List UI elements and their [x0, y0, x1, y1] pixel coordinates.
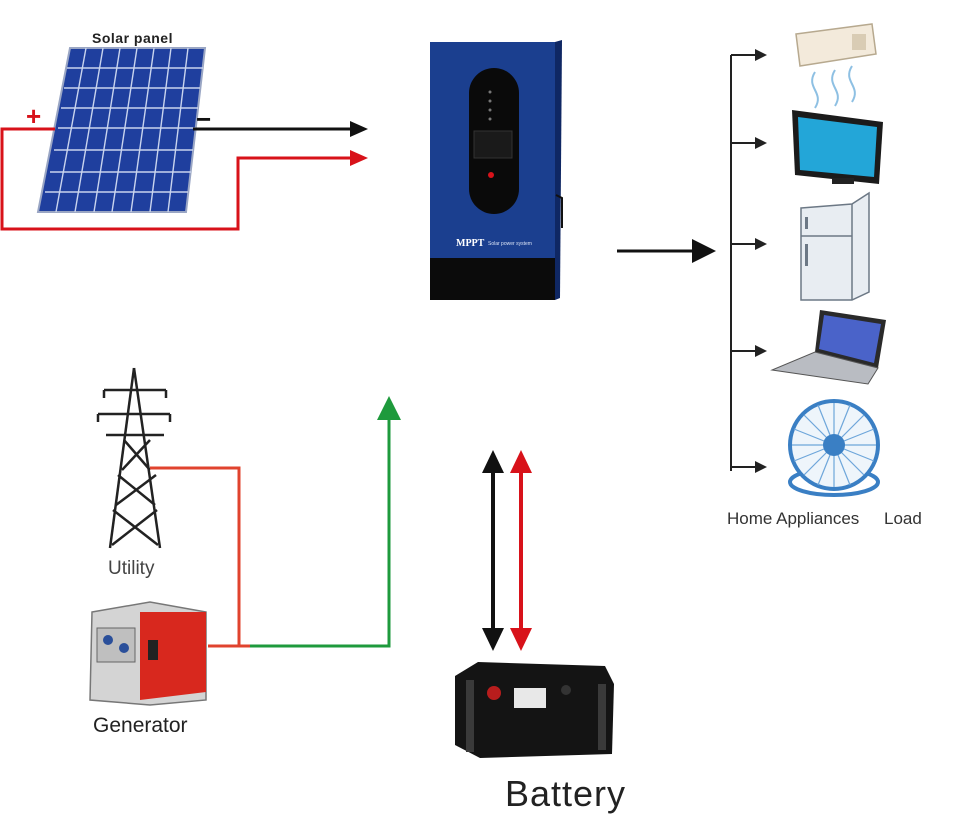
generator-icon: [89, 601, 207, 706]
air-conditioner-icon: [795, 23, 877, 109]
battery-charge-arrow-red: [510, 450, 532, 651]
battery-label: Battery: [505, 773, 627, 814]
ac-input-wire: [250, 396, 401, 648]
television-icon: [792, 110, 883, 184]
home-appliances-label: Home Appliances: [727, 509, 860, 528]
inverter-brand: MPPT: [456, 238, 485, 249]
solar-negative-wire: [193, 121, 368, 137]
inverter-subtitle: Solar power system: [488, 241, 532, 247]
solar-panel-icon: [36, 47, 207, 213]
refrigerator-icon: [800, 191, 870, 301]
load-distribution-bus: [730, 49, 767, 473]
load-label: Load: [884, 509, 922, 528]
generator-label: Generator: [93, 714, 188, 737]
battery-charge-arrow-black: [482, 450, 504, 651]
utility-wire: [150, 466, 250, 648]
inverter-icon: MPPT Solar power system: [430, 40, 563, 300]
negative-sign: −: [196, 104, 212, 134]
fan-icon: [788, 399, 880, 497]
battery-icon: [455, 662, 614, 758]
utility-label: Utility: [108, 558, 155, 579]
solar-positive-wire: [0, 127, 368, 231]
solar-panel-label: Solar panel: [92, 30, 173, 46]
output-arrow: [617, 239, 716, 263]
positive-sign: +: [26, 101, 42, 131]
utility-tower-icon: [96, 367, 172, 549]
laptop-icon: [770, 310, 886, 385]
